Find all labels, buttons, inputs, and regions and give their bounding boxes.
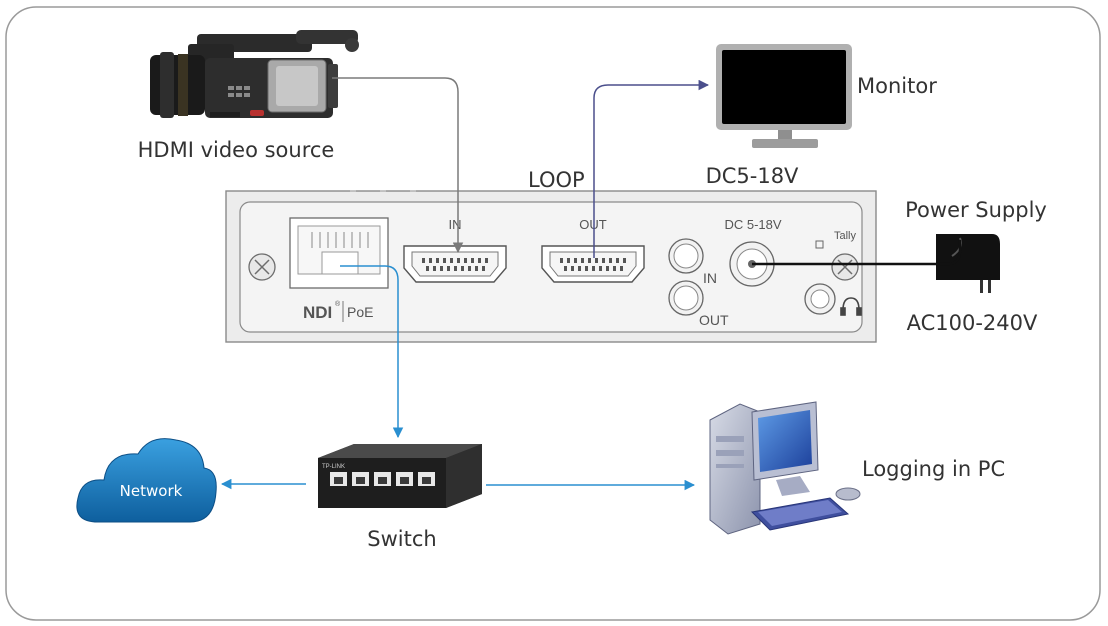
dc-port-label: DC 5-18V xyxy=(724,217,781,232)
dc-range-label: DC5-18V xyxy=(706,164,799,188)
hdmi-source-label: HDMI video source xyxy=(138,138,335,162)
tally-screw-icon xyxy=(831,253,859,281)
pc-label: Logging in PC xyxy=(862,457,1005,481)
power-cable xyxy=(752,240,962,266)
cloud-icon xyxy=(76,438,217,523)
network-uplink-cable xyxy=(340,265,404,439)
loop-output-cable xyxy=(593,79,710,258)
desktop-pc-icon xyxy=(709,401,861,535)
screw-icon xyxy=(248,253,276,281)
bnc-out-connector-icon xyxy=(668,280,704,316)
power-supply-label: Power Supply xyxy=(905,198,1047,222)
bnc-in-connector-icon xyxy=(668,238,704,274)
tally-label: Tally xyxy=(834,230,857,242)
device-panel: NDI ® PoE IN OUT xyxy=(225,190,877,343)
hdmi-out-port-label: OUT xyxy=(579,217,607,232)
genlock-in-label: IN xyxy=(703,270,717,286)
network-switch-icon: TP-LINK xyxy=(318,444,482,508)
headphones-icon xyxy=(840,297,862,316)
rj45-port-icon xyxy=(289,217,389,289)
ndi-registered-mark: ® xyxy=(335,300,341,308)
network-label: Network xyxy=(120,482,183,500)
switch-brand: TP-LINK xyxy=(322,464,345,470)
tally-led xyxy=(815,240,824,249)
poe-label: PoE xyxy=(347,304,373,320)
monitor-label: Monitor xyxy=(857,74,937,98)
video-camera-icon xyxy=(150,30,359,118)
loop-label: LOOP xyxy=(528,168,585,192)
hdmi-input-cable xyxy=(332,77,464,254)
genlock-out-label: OUT xyxy=(699,312,729,328)
switch-label: Switch xyxy=(367,527,436,551)
ac-range-label: AC100-240V xyxy=(907,311,1038,335)
headphone-jack-icon xyxy=(804,283,836,315)
hdmi-in-port-label: IN xyxy=(449,217,462,232)
ndi-logo-text: NDI xyxy=(303,303,332,322)
monitor-icon xyxy=(716,44,852,148)
hdmi-out-port-icon xyxy=(541,245,645,283)
hdmi-in-port-icon xyxy=(403,245,507,283)
